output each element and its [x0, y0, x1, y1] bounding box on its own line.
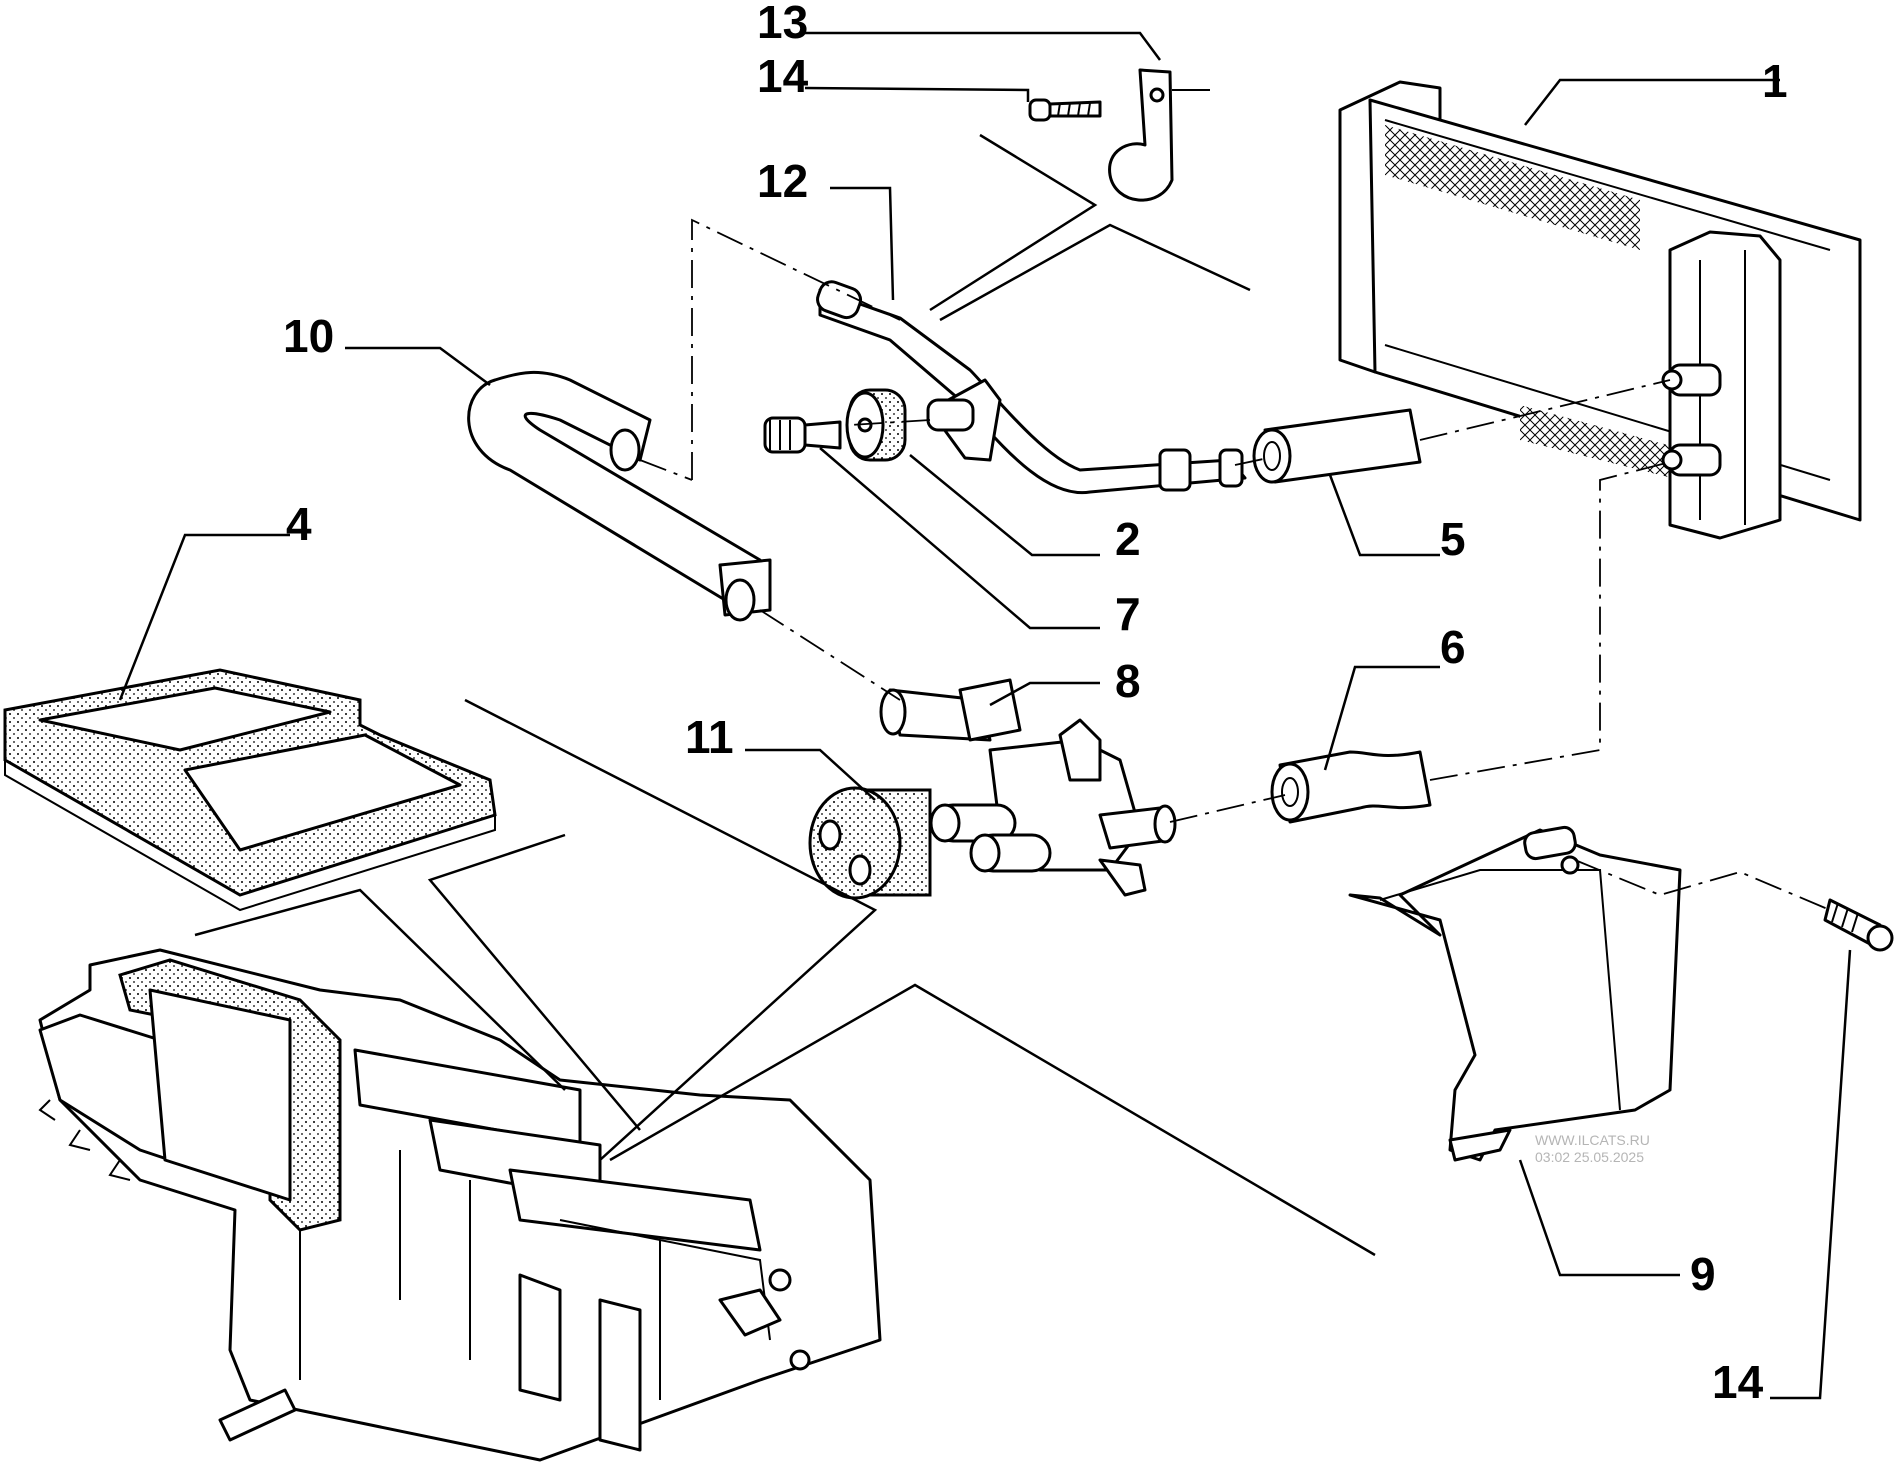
callout-8: 8 — [1115, 655, 1141, 707]
foam-seal-ring — [808, 786, 932, 900]
callout-12: 12 — [757, 155, 808, 207]
screw-bottom — [1823, 898, 1894, 952]
heater-valve — [879, 678, 1177, 897]
callout-labels: 13 14 12 10 4 1 2 7 8 5 6 11 9 14 — [283, 0, 1788, 1408]
watermark-line-1: WWW.ILCATS.RU — [1535, 1132, 1650, 1148]
watermark-line-2: 03:02 25.05.2025 — [1535, 1149, 1644, 1165]
assembly-axis-lines — [639, 218, 1831, 911]
callout-11: 11 — [685, 711, 734, 763]
callout-5: 5 — [1440, 513, 1466, 565]
callout-4: 4 — [286, 498, 312, 550]
callout-7: 7 — [1115, 588, 1141, 640]
rubber-grommet — [845, 388, 907, 462]
heater-pipe — [816, 280, 1247, 495]
callout-10: 10 — [283, 310, 334, 362]
u-shaped-hose — [467, 370, 772, 622]
gasket-frame — [3, 668, 497, 912]
mounting-bracket — [1348, 825, 1682, 1162]
short-hose-upper — [1252, 408, 1422, 484]
callout-14-bottom: 14 — [1712, 1356, 1764, 1408]
callout-1: 1 — [1762, 55, 1788, 107]
heater-housing — [38, 948, 882, 1462]
screw-top — [1028, 98, 1102, 122]
callout-9: 9 — [1690, 1248, 1716, 1300]
heater-radiator — [1338, 80, 1862, 540]
short-hose-lower — [1270, 750, 1432, 824]
watermark: WWW.ILCATS.RU 03:02 25.05.2025 — [1535, 1132, 1650, 1165]
leader-lines — [118, 31, 1852, 1400]
bleed-screw — [763, 416, 842, 454]
callout-6: 6 — [1440, 621, 1466, 673]
pipe-clamp — [1108, 68, 1210, 202]
callout-14-top: 14 — [757, 50, 809, 102]
callout-2: 2 — [1115, 513, 1141, 565]
callout-13: 13 — [757, 0, 808, 48]
